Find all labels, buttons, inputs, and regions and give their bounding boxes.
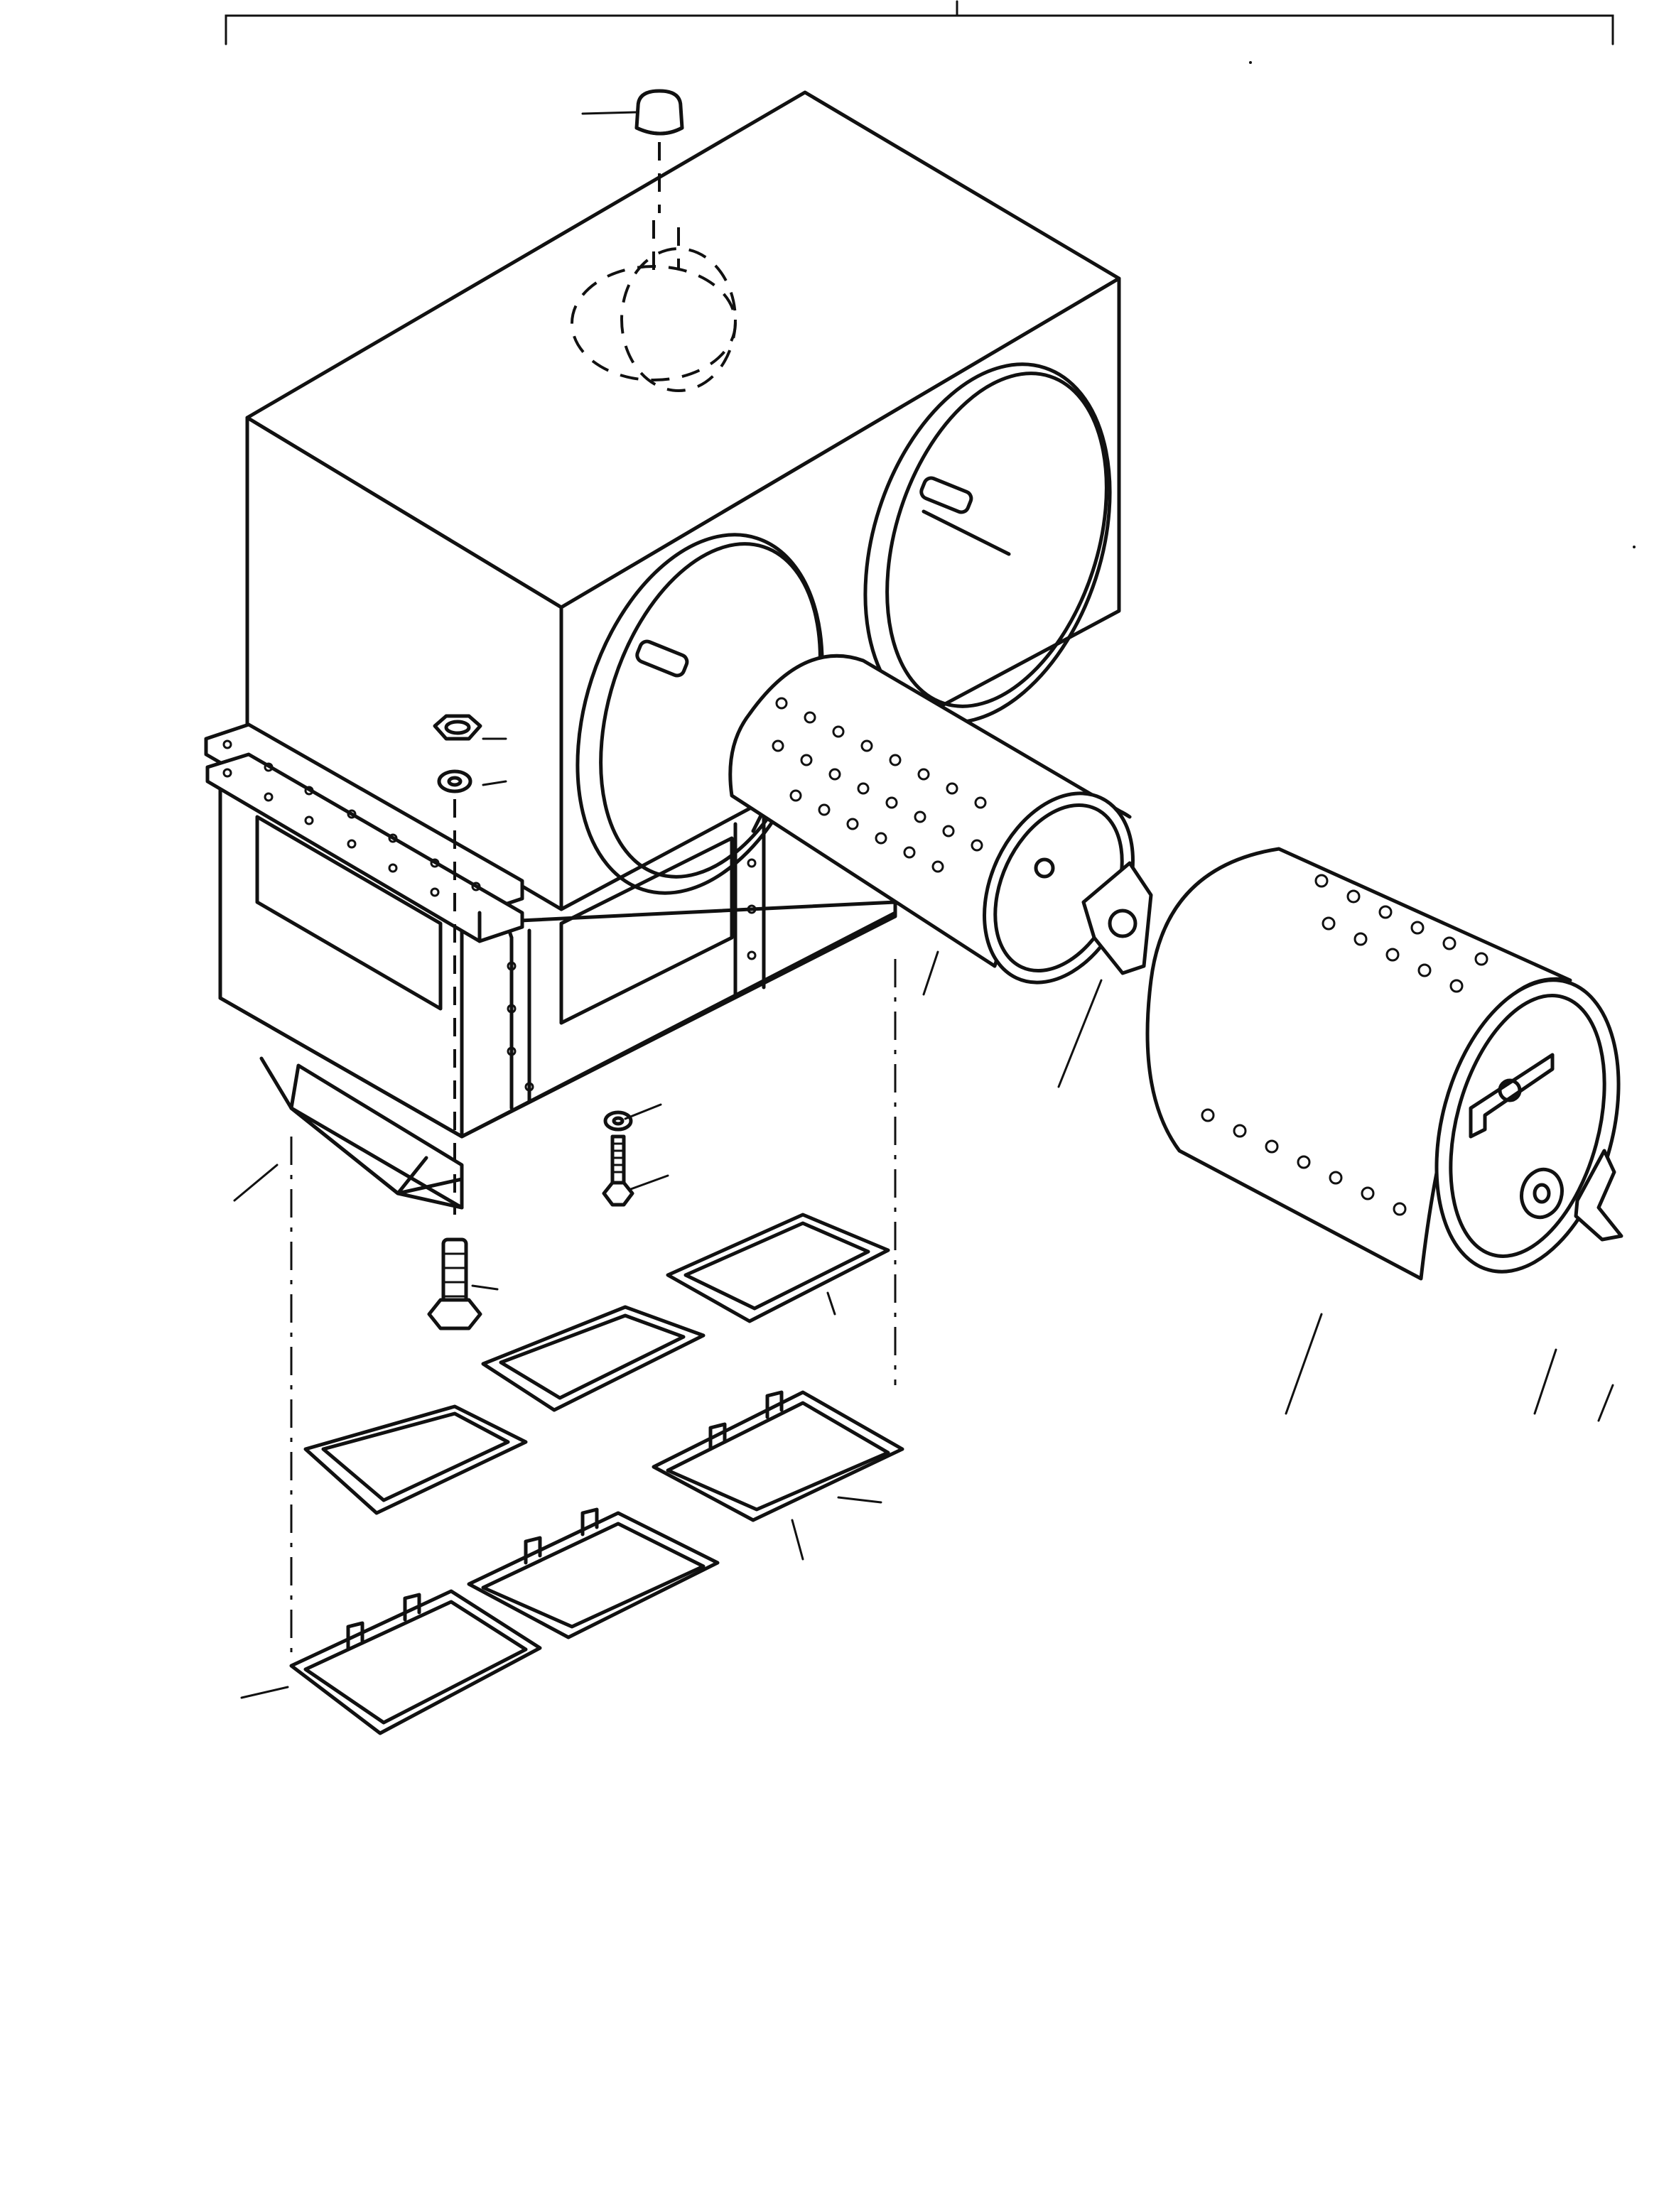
top-outlet-hidden [571, 220, 737, 392]
leader-lines [233, 111, 1614, 1699]
nut [433, 714, 482, 741]
cup-gasket-3 [666, 1213, 890, 1323]
lock-washer [437, 769, 472, 793]
dust-cup-3 [652, 1390, 904, 1522]
flange-holes [222, 739, 757, 1092]
cup-gasket-2 [481, 1305, 706, 1412]
washer [1520, 1167, 1564, 1220]
dust-cup-2 [467, 1507, 720, 1639]
speck [1633, 546, 1636, 548]
wing-nut [1574, 1149, 1623, 1242]
bolt [427, 1237, 482, 1330]
small-bolt [602, 1134, 634, 1207]
dust-cup-1 [289, 1589, 542, 1735]
cup-gasket-1 [303, 1404, 528, 1515]
air-cleaner-housing [204, 90, 1121, 1210]
cap [634, 89, 684, 213]
small-washer [603, 1110, 633, 1132]
speck [1249, 61, 1252, 64]
perforations [772, 697, 987, 873]
wing-retainer [1081, 861, 1153, 975]
alignment-lines [290, 959, 897, 1662]
page-frame [225, 0, 1614, 45]
perforations [1201, 874, 1488, 1216]
outer-filter-element [1145, 847, 1621, 1281]
